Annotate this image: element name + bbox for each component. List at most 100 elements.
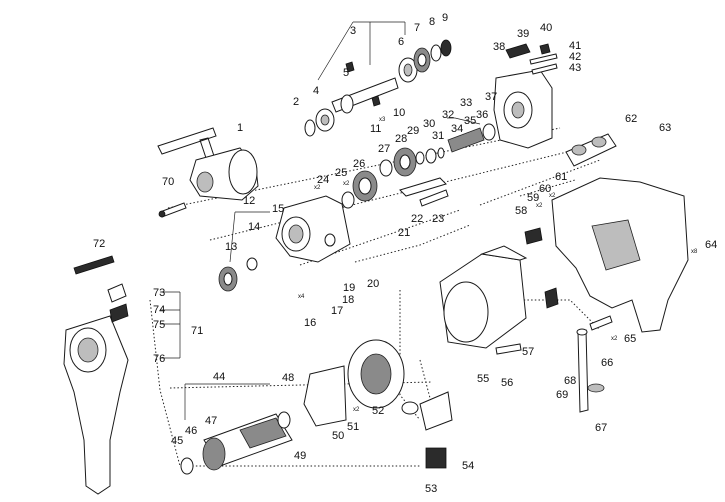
callout-4: 4 <box>313 85 319 97</box>
callout-35: 35 <box>464 115 476 127</box>
callout-11: 11 <box>370 123 381 135</box>
callout-32: 32 <box>442 109 454 121</box>
callout-6: 6 <box>398 36 404 48</box>
callout-60: 60 <box>539 183 551 195</box>
ring-14 <box>246 257 258 271</box>
callout-48: 48 <box>282 372 294 384</box>
callout-43: 43 <box>569 62 581 74</box>
qty-64: x8 <box>691 249 698 255</box>
callout-76: 76 <box>153 353 165 365</box>
callout-30: 30 <box>423 118 435 130</box>
callout-29: 29 <box>407 125 419 137</box>
callout-5: 5 <box>343 67 349 79</box>
qty-25: x2 <box>343 181 350 187</box>
callout-56: 56 <box>501 377 513 389</box>
callout-16: 16 <box>304 317 316 329</box>
callout-59: 59 <box>527 192 539 204</box>
callout-33: 33 <box>460 97 472 109</box>
callout-8: 8 <box>429 16 435 28</box>
callout-15: 15 <box>272 203 284 215</box>
callout-19: 19 <box>343 282 355 294</box>
armature-fan <box>202 437 226 471</box>
side-handle-group <box>63 255 181 495</box>
qty-51: x2 <box>353 407 360 413</box>
fan-baffle <box>303 365 347 427</box>
callout-66: 66 <box>601 357 613 369</box>
callout-31: 31 <box>432 130 444 142</box>
spindle-group <box>304 21 452 137</box>
callout-58: 58 <box>515 205 527 217</box>
callout-25: 25 <box>335 167 347 179</box>
callout-23: 23 <box>432 213 444 225</box>
callout-67: 67 <box>595 422 607 434</box>
callout-13: 13 <box>225 241 237 253</box>
spring-washer <box>430 44 442 62</box>
callout-45: 45 <box>171 435 183 447</box>
callout-73: 73 <box>153 287 165 299</box>
callout-38: 38 <box>493 41 505 53</box>
callout-labels: 1 2 3 4 5 6 7 8 9 10 11 12 13 14 15 16 1… <box>93 12 717 495</box>
switch-rod-group <box>576 315 613 413</box>
callout-39: 39 <box>517 28 529 40</box>
callout-17: 17 <box>331 305 343 317</box>
chuck-assembly <box>157 127 259 218</box>
circlip <box>304 119 316 137</box>
callout-36: 36 <box>476 109 488 121</box>
callout-50: 50 <box>332 430 344 442</box>
callout-10: 10 <box>393 107 405 119</box>
callout-42: 42 <box>569 51 581 63</box>
callout-1: 1 <box>237 122 243 134</box>
brush-holder <box>419 391 453 431</box>
intermediate-shaft <box>447 127 485 153</box>
rod-72 <box>73 255 115 275</box>
gear-housing-group <box>218 117 496 292</box>
callout-28: 28 <box>395 133 407 145</box>
callout-62: 62 <box>625 113 637 125</box>
callout-55: 55 <box>477 373 489 385</box>
qty-16: x4 <box>298 294 305 300</box>
callout-52: 52 <box>372 405 384 417</box>
callout-26: 26 <box>353 158 365 170</box>
callout-12: 12 <box>243 195 255 207</box>
motor-housing-group <box>439 133 689 355</box>
spindle-spring <box>440 39 452 57</box>
callout-49: 49 <box>294 450 306 462</box>
callout-14: 14 <box>248 221 260 233</box>
callout-51: 51 <box>347 421 359 433</box>
callout-53: 53 <box>425 483 437 495</box>
callout-75: 75 <box>153 319 165 331</box>
callout-63: 63 <box>659 122 671 134</box>
callout-7: 7 <box>414 22 420 34</box>
chuck-key <box>157 127 217 159</box>
callout-47: 47 <box>205 415 217 427</box>
callout-68: 68 <box>564 375 576 387</box>
switch-cover-39 <box>505 43 531 59</box>
callout-34: 34 <box>451 123 463 135</box>
callout-57: 57 <box>522 346 534 358</box>
qty-60: x2 <box>549 193 556 199</box>
callout-64: 64 <box>705 239 717 251</box>
callout-27: 27 <box>378 143 390 155</box>
callout-3: 3 <box>350 25 356 37</box>
callout-41: 41 <box>569 40 581 52</box>
callout-74: 74 <box>153 304 165 316</box>
qty-59: x2 <box>536 203 543 209</box>
qty-65: x2 <box>611 336 618 342</box>
callout-44: 44 <box>213 371 225 383</box>
bearing-housing-group <box>493 43 558 149</box>
callout-21: 21 <box>398 227 410 239</box>
callout-71: 71 <box>191 325 203 337</box>
callout-54: 54 <box>462 460 474 472</box>
callout-37: 37 <box>485 91 497 103</box>
callout-20: 20 <box>367 278 379 290</box>
callout-9: 9 <box>442 12 448 24</box>
callout-24: 24 <box>317 174 329 186</box>
callout-40: 40 <box>540 22 552 34</box>
callout-2: 2 <box>293 96 299 108</box>
callout-70: 70 <box>162 176 174 188</box>
qty-11: x3 <box>379 117 386 123</box>
callout-61: 61 <box>555 171 567 183</box>
callout-46: 46 <box>185 425 197 437</box>
callout-22: 22 <box>411 213 423 225</box>
